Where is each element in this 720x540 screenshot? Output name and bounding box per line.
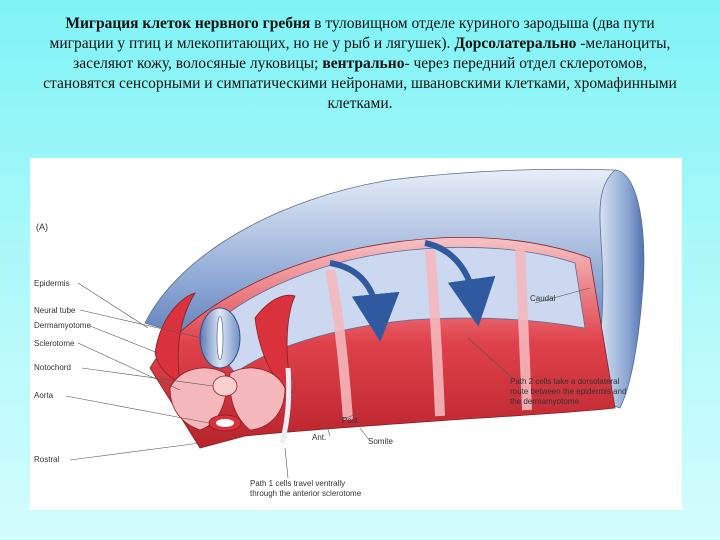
path2-arrow-1: [329, 260, 400, 342]
label-ant: Ant.: [312, 433, 326, 442]
label-aorta: Aorta: [34, 391, 54, 400]
slide-caption: Миграция клеток нервного гребня в тулови…: [40, 14, 680, 114]
notochord: [212, 375, 238, 397]
label-somite: Somite: [368, 437, 393, 446]
label-epidermis: Epidermis: [34, 279, 70, 288]
label-notochord: Notochord: [34, 363, 71, 372]
path2-line-3: the dermamyotome: [510, 397, 579, 406]
panel-label: (A): [36, 222, 48, 232]
caption-bold-dorsolateral: Дорсолатерально: [454, 35, 577, 52]
caption-text-3: - через передний отдел склеротомов, стан…: [43, 55, 677, 112]
path1-line-1: Path 1 cells travel ventrally: [250, 479, 345, 488]
path1-line-2: through the anterior sclerotome: [250, 489, 362, 498]
path2-arrow-2: [424, 240, 496, 327]
caption-bold-ventral: вентрально: [322, 55, 405, 72]
caption-text-1: в туловищном отделе куриного зародыша (д…: [49, 15, 655, 52]
path2-line-1: Path 2 cells take a dorsolateral: [510, 377, 620, 386]
sclerotome: [169, 367, 227, 431]
caption-text-2: -меланоциты, заселяют кожу, волосяные лу…: [73, 35, 671, 72]
label-rostral: Rostral: [34, 455, 60, 464]
caption-bold-title: Миграция клеток нервного гребня: [65, 15, 311, 32]
neural-crest-diagram: (A) Epidermis Neural tube Dermamyotome S…: [30, 158, 682, 510]
label-sclerotome: Sclerotome: [34, 339, 75, 348]
label-post: Post.: [342, 416, 360, 425]
dermamyotome: [154, 292, 196, 384]
diagram-svg: (A) Epidermis Neural tube Dermamyotome S…: [34, 168, 645, 498]
path1-arrow: [279, 367, 292, 444]
label-neural-tube: Neural tube: [34, 306, 76, 315]
label-dermamyotome: Dermamyotome: [34, 321, 91, 330]
label-caudal: Caudal: [530, 294, 556, 303]
path2-line-2: route between the epidermis and: [510, 387, 627, 396]
